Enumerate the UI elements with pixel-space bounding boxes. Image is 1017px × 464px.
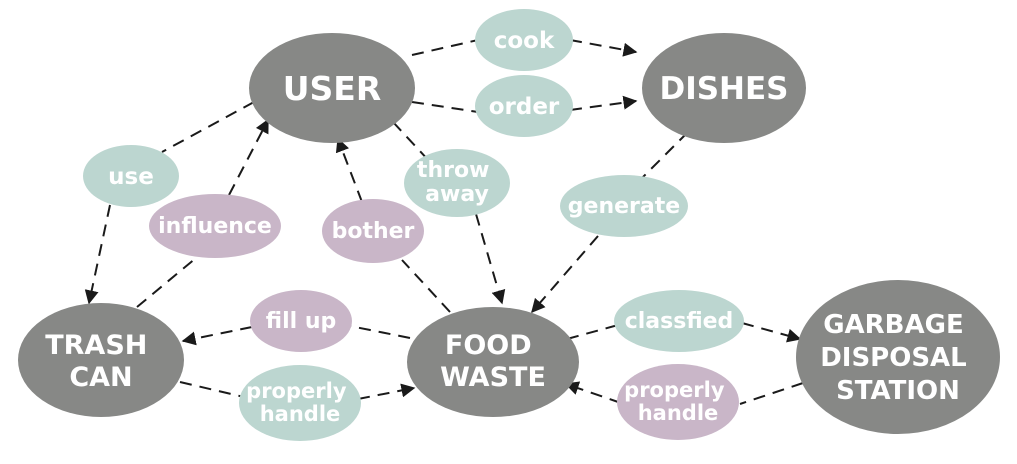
node-user-shape <box>249 33 415 143</box>
label-throw-away: throw away <box>404 149 510 217</box>
node-trash-can-shape <box>18 303 184 417</box>
edge-user-throw-away <box>392 121 431 163</box>
label-order: order <box>475 75 573 137</box>
label-influence-bubble <box>149 194 281 258</box>
edge-fill-up-trash-can <box>181 326 253 346</box>
node-dishes-shape <box>642 33 806 143</box>
node-garbage-station-shape <box>796 280 1000 434</box>
label-cook-bubble <box>475 9 573 71</box>
label-properly-handle-trash-bubble <box>239 365 361 441</box>
label-fill-up-text: fill up <box>266 309 336 334</box>
label-use-text: use <box>108 164 154 190</box>
edge-food-waste-classfied <box>566 324 619 340</box>
edge-generate-food-waste <box>531 235 599 314</box>
edge-user-order <box>411 101 479 113</box>
label-properly-handle-trash-text: properly handle <box>246 379 354 426</box>
edge-trash-can-properly-handle <box>179 381 245 398</box>
label-order-text: order <box>489 94 560 120</box>
label-cook-text: cook <box>494 28 555 54</box>
label-generate-text: generate <box>568 194 680 219</box>
label-classfied-bubble <box>614 290 744 352</box>
node-food-waste: FOOD WASTE <box>407 307 579 417</box>
edge-properly-handle-food-waste <box>357 383 416 400</box>
edge-food-waste-fill-up <box>349 325 411 339</box>
edge-use-trash-can <box>84 204 111 305</box>
node-trash-can-text: TRASH CAN <box>45 330 157 393</box>
label-bother-bubble <box>322 199 424 263</box>
edge-properly-handle-food-waste-2 <box>564 381 622 404</box>
node-trash-can: TRASH CAN <box>18 303 184 417</box>
edge-trash-can-influence <box>136 257 197 308</box>
node-food-waste-shape <box>407 307 579 417</box>
label-cook: cook <box>475 9 573 71</box>
label-influence: influence <box>149 194 281 258</box>
label-influence-text: influence <box>158 214 272 239</box>
label-throw-away-text: throw away <box>417 158 497 207</box>
nodes-layer: USER DISHES TRASH CAN FOOD WASTE <box>18 33 1000 434</box>
label-generate: generate <box>560 175 688 237</box>
edge-garbage-station-properly-handle <box>739 382 804 405</box>
edge-order-dishes <box>569 95 638 111</box>
label-classfied: classfied <box>614 290 744 352</box>
edge-user-cook <box>411 39 479 56</box>
edge-cook-dishes <box>569 39 638 57</box>
label-use-bubble <box>83 145 179 207</box>
edge-food-waste-bother <box>401 259 451 313</box>
node-garbage-station: GARBAGE DISPOSAL STATION <box>796 280 1000 434</box>
node-user-text: USER <box>283 69 382 108</box>
edge-influence-user <box>228 118 269 196</box>
label-properly-handle-station: properly handle <box>617 364 739 440</box>
label-fill-up-bubble <box>250 290 352 352</box>
label-properly-handle-station-text: properly handle <box>624 378 732 425</box>
label-use: use <box>83 145 179 207</box>
edge-user-use <box>161 101 255 153</box>
edge-dishes-generate <box>641 131 689 179</box>
edges-layer <box>84 39 804 405</box>
label-properly-handle-trash: properly handle <box>239 365 361 441</box>
edge-classfied-garbage-station <box>741 322 802 343</box>
node-dishes-text: DISHES <box>659 71 788 107</box>
label-throw-away-bubble <box>404 149 510 217</box>
node-food-waste-text: FOOD WASTE <box>440 330 546 393</box>
label-classfied-text: classfied <box>625 309 734 334</box>
label-properly-handle-station-bubble <box>617 364 739 440</box>
label-order-bubble <box>475 75 573 137</box>
node-user: USER <box>249 33 415 143</box>
label-bother: bother <box>322 199 424 263</box>
edge-throw-away-food-waste <box>475 213 506 305</box>
node-dishes: DISHES <box>642 33 806 143</box>
label-fill-up: fill up <box>250 290 352 352</box>
edge-bother-user <box>335 137 363 203</box>
label-bother-text: bother <box>332 219 415 244</box>
label-generate-bubble <box>560 175 688 237</box>
edge-labels-layer: cook order use influence throw away <box>83 9 744 441</box>
node-garbage-station-text: GARBAGE DISPOSAL STATION <box>820 310 976 406</box>
